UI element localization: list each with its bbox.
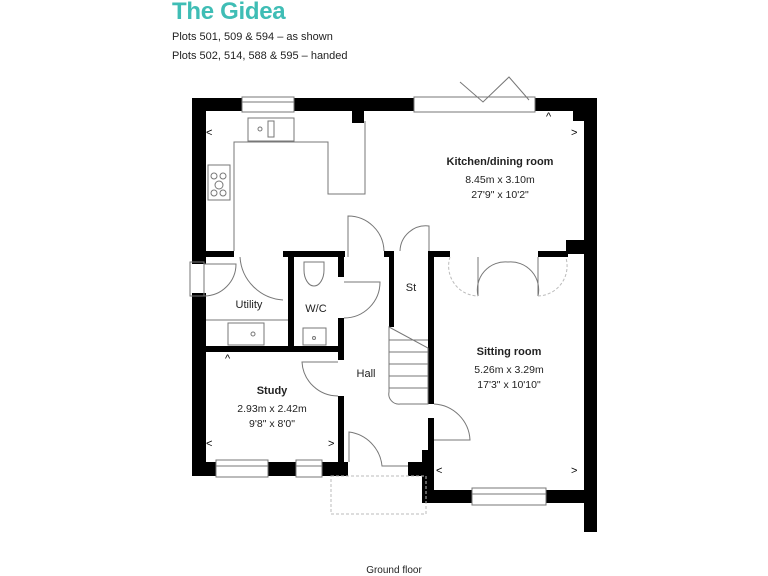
room-name: W/C: [305, 303, 327, 315]
plan-title: The Gidea: [172, 0, 286, 25]
porch-outline: [330, 256, 568, 515]
svg-text:>: >: [571, 465, 577, 477]
walls: [192, 98, 597, 532]
svg-text:<: <: [436, 465, 442, 477]
room-sitting: Sitting room 5.26m x 3.29m 17'3" x 10'10…: [434, 347, 584, 394]
room-hall: Hall: [344, 369, 388, 387]
plots-as-shown: Plots 501, 509 & 594 – as shown: [172, 31, 333, 43]
room-metric: 8.45m x 3.10m: [465, 174, 535, 186]
room-name: Hall: [356, 368, 376, 380]
svg-text:>: >: [571, 127, 577, 139]
room-metric: 5.26m x 3.29m: [474, 364, 544, 376]
room-wc: W/C: [294, 304, 338, 322]
room-name: Study: [256, 385, 288, 397]
room-imperial: 27'9" x 10'2": [471, 188, 529, 201]
svg-text:^: ^: [546, 111, 552, 123]
room-name: St: [405, 282, 417, 294]
svg-text:<: <: [206, 438, 212, 450]
room-imperial: 17'3" x 10'10": [477, 378, 541, 391]
room-study: Study 2.93m x 2.42m 9'8" x 8'0": [206, 386, 338, 433]
room-name: Utility: [235, 299, 263, 311]
svg-text:^: ^: [225, 353, 231, 365]
room-name: Sitting room: [476, 346, 542, 358]
room-metric: 2.93m x 2.42m: [237, 403, 307, 415]
plots-handed: Plots 502, 514, 588 & 595 – handed: [172, 50, 348, 62]
fixtures: [189, 76, 547, 506]
floor-caption: Ground floor: [366, 565, 422, 576]
room-imperial: 9'8" x 8'0": [249, 417, 295, 430]
room-utility: Utility: [209, 300, 289, 318]
room-name: Kitchen/dining room: [446, 156, 554, 168]
svg-text:<: <: [206, 127, 212, 139]
svg-text:>: >: [328, 438, 334, 450]
measure-arrows: < > ^ ^ < > < >: [206, 111, 577, 477]
room-store: St: [394, 283, 428, 301]
room-kitchen: Kitchen/dining room 8.45m x 3.10m 27'9" …: [400, 157, 600, 204]
